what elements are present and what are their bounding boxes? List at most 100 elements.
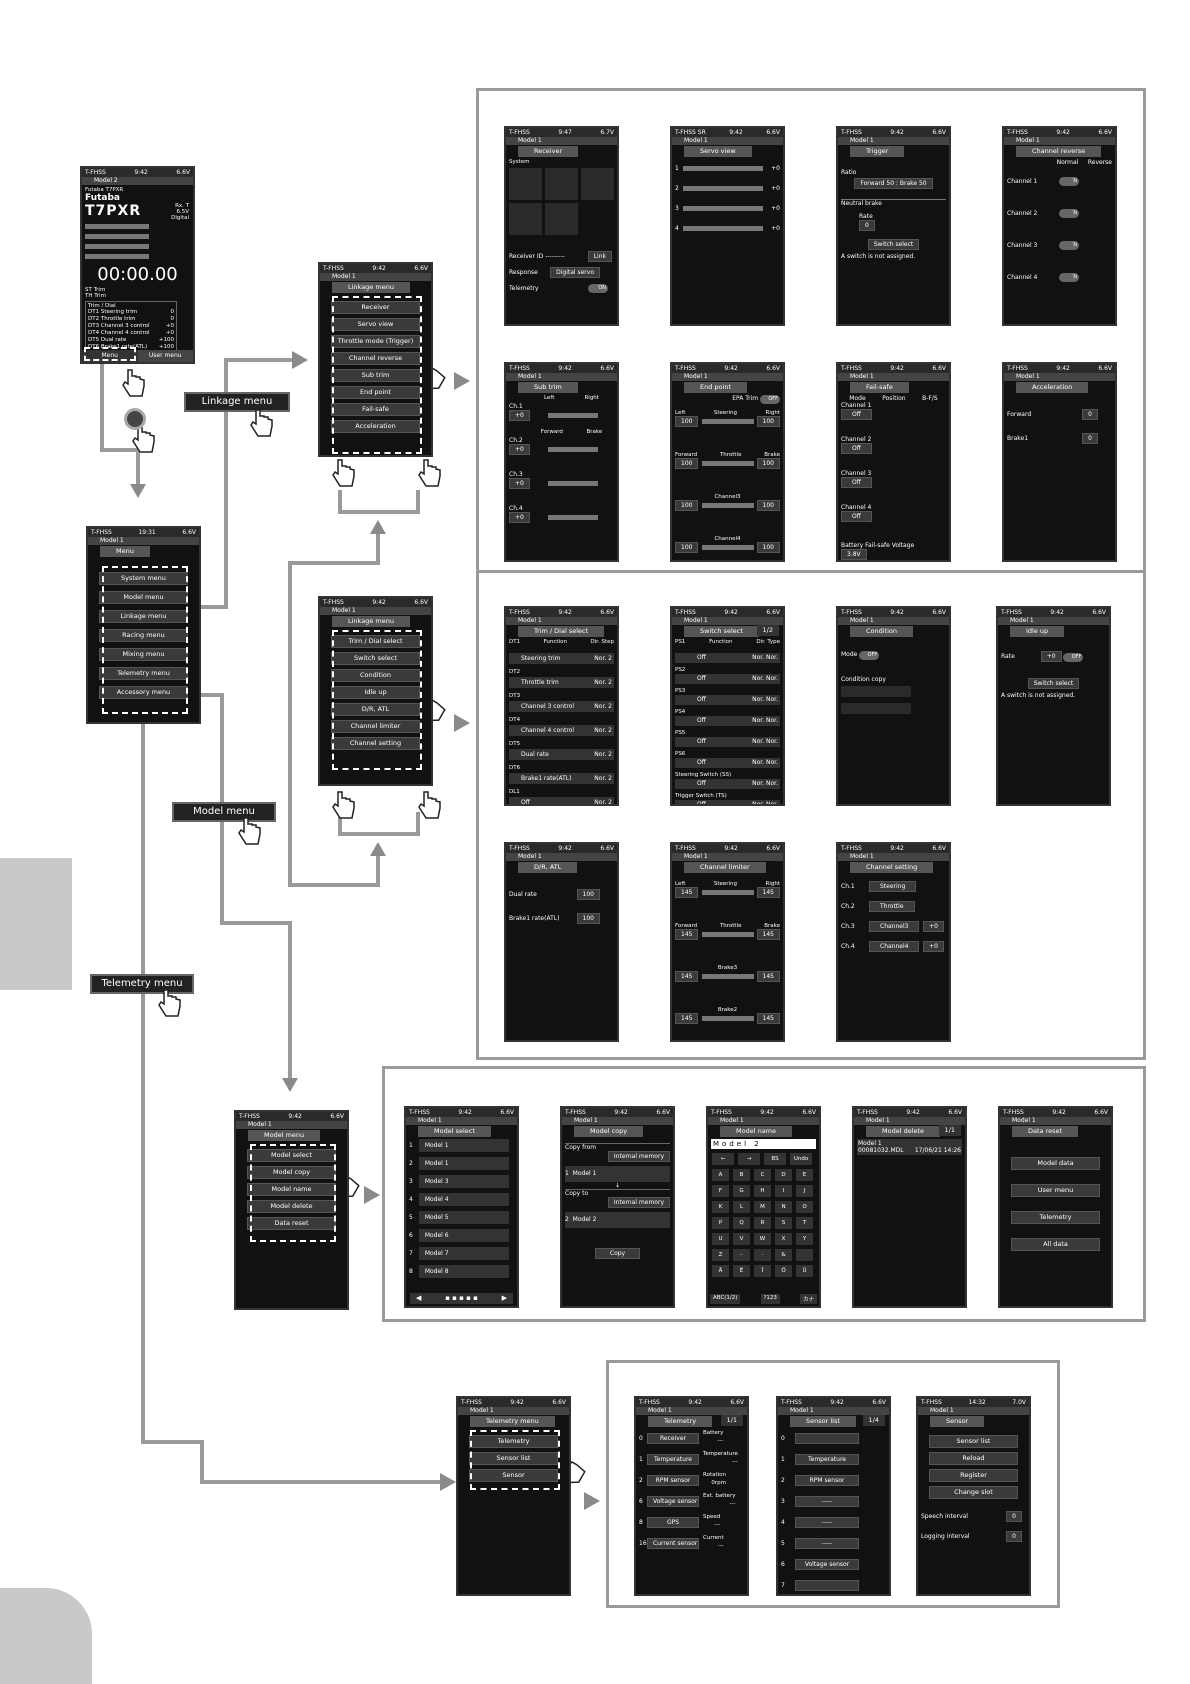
limiter-left-value[interactable]: 145 [675, 929, 699, 940]
switch-function[interactable]: Off [697, 801, 706, 806]
switch-dir-type[interactable]: Nor. Nor. [752, 654, 778, 661]
trim-dial-dir-step[interactable]: Nor. 2 [594, 751, 612, 758]
trim-dial-function[interactable]: Channel 4 control [521, 727, 575, 734]
end-point-right-value[interactable]: 100 [756, 500, 780, 511]
limiter-right-value[interactable]: 145 [756, 971, 780, 982]
keyboard-key[interactable]: S [775, 1217, 792, 1229]
end-point-right-value[interactable]: 100 [756, 542, 780, 553]
linkage-item[interactable]: End point [331, 386, 420, 399]
telemetry-sensor[interactable]: Current sensor [647, 1538, 699, 1549]
copy-from-memory[interactable]: Internal memory [607, 1151, 670, 1162]
keyboard-key[interactable]: E [796, 1169, 813, 1181]
telemetry-menu-item[interactable]: Sensor list [469, 1452, 558, 1465]
keyboard-mode-key[interactable]: ABC(1/2) [710, 1294, 741, 1304]
keyboard-mode-key[interactable]: ?123 [760, 1294, 780, 1304]
keyboard-key[interactable] [796, 1249, 813, 1261]
switch-dir-type[interactable]: Nor. Nor. [752, 759, 778, 766]
sensor-list-name[interactable]: ----- [795, 1538, 859, 1549]
switch-function[interactable]: Off [697, 696, 706, 703]
end-point-right-value[interactable]: 100 [756, 458, 780, 469]
keyboard-key[interactable]: O [796, 1201, 813, 1213]
keyboard-key[interactable]: Ö [775, 1265, 792, 1277]
fail-safe-mode[interactable]: Off [841, 477, 872, 488]
acceleration-value[interactable]: 0 [1082, 433, 1098, 444]
linkage-item[interactable]: Channel setting [331, 737, 420, 750]
response-select[interactable]: Digital servo [550, 267, 600, 278]
keyboard-key[interactable]: Z [712, 1249, 729, 1261]
sensor-list-name[interactable] [795, 1433, 859, 1444]
data-reset-item[interactable]: Model data [1011, 1157, 1100, 1170]
menu-item[interactable]: Telemetry menu [99, 667, 188, 680]
menu-item[interactable]: Accessory menu [99, 686, 188, 699]
switch-dir-type[interactable]: Nor. Nor. [752, 780, 778, 787]
channel-setting-function[interactable]: Channel4 [869, 941, 920, 952]
telemetry-menu-item[interactable]: Sensor [469, 1469, 558, 1482]
idle-up-rate[interactable]: +0 [1040, 651, 1062, 662]
trim-dial-function[interactable]: Channel 3 control [521, 703, 575, 710]
reverse-toggle[interactable]: N [1059, 177, 1079, 186]
telemetry-sensor[interactable]: GPS [647, 1517, 699, 1528]
switch-dir-type[interactable]: Nor. Nor. [752, 738, 778, 745]
keyboard-key[interactable]: Ü [796, 1265, 813, 1277]
telemetry-sensor[interactable]: Temperature [647, 1454, 699, 1465]
linkage-item[interactable]: Switch select [331, 652, 420, 665]
trim-dial-function[interactable]: Steering trim [521, 655, 561, 662]
limiter-right-value[interactable]: 145 [756, 929, 780, 940]
sensor-item[interactable]: Change slot [929, 1486, 1018, 1499]
end-point-left-value[interactable]: 100 [675, 542, 699, 553]
keyboard-key[interactable]: · [754, 1249, 771, 1261]
linkage-item[interactable]: Sub trim [331, 369, 420, 382]
keyboard-key[interactable]: P [712, 1217, 729, 1229]
limiter-right-value[interactable]: 145 [756, 1013, 780, 1024]
fail-safe-mode[interactable]: Off [841, 409, 872, 420]
linkage-item[interactable]: Channel limiter [331, 720, 420, 733]
keyboard-key[interactable]: Ä [712, 1265, 729, 1277]
trim-dial-dir-step[interactable]: Nor. 2 [594, 703, 612, 710]
idle-up-switch-select[interactable]: Switch select [1027, 678, 1080, 689]
keyboard-key[interactable]: R [754, 1217, 771, 1229]
linkage-item[interactable]: Trim / Dial select [331, 635, 420, 648]
idle-up-toggle[interactable]: OFF [1063, 653, 1084, 662]
logging-interval-value[interactable]: 0 [1006, 1531, 1022, 1542]
linkage-item[interactable]: Fail-safe [331, 403, 420, 416]
timer[interactable]: 00:00.00 [97, 264, 178, 285]
telemetry-sensor[interactable]: Voltage sensor [647, 1496, 699, 1507]
keyboard-key[interactable]: U [712, 1233, 729, 1245]
keyboard-key[interactable]: C [754, 1169, 771, 1181]
linkage-item[interactable]: D/R, ATL [331, 703, 420, 716]
keyboard-key[interactable]: - [733, 1249, 750, 1261]
linkage-item[interactable]: Channel reverse [331, 352, 420, 365]
switch-function[interactable]: Off [697, 717, 706, 724]
switch-function[interactable]: Off [697, 675, 706, 682]
keyboard-key[interactable]: → [738, 1153, 760, 1165]
keyboard-key[interactable]: I [775, 1185, 792, 1197]
keyboard-key[interactable]: ← [712, 1153, 734, 1165]
keyboard-key[interactable]: F [712, 1185, 729, 1197]
sub-trim-value[interactable]: +0 [509, 478, 530, 489]
sensor-list-name[interactable] [795, 1580, 859, 1591]
sub-trim-value[interactable]: +0 [509, 444, 530, 455]
neutral-brake-rate[interactable]: 0 [859, 220, 875, 231]
dial-knob-icon[interactable] [124, 408, 146, 430]
sensor-item[interactable]: Register [929, 1469, 1018, 1482]
linkage-item[interactable]: Acceleration [331, 420, 420, 433]
fail-safe-mode[interactable]: Off [841, 443, 872, 454]
switch-function[interactable]: Off [697, 738, 706, 745]
user-menu-button[interactable]: User menu [137, 350, 193, 362]
keyboard-key[interactable]: T [796, 1217, 813, 1229]
keyboard-key[interactable]: Undo [790, 1153, 812, 1165]
data-reset-item[interactable]: User menu [1011, 1184, 1100, 1197]
keyboard-key[interactable]: J [796, 1185, 813, 1197]
switch-dir-type[interactable]: Nor. Nor. [752, 675, 778, 682]
trim-dial-dir-step[interactable]: Nor. 2 [594, 799, 612, 806]
fail-safe-mode[interactable]: Off [841, 511, 872, 522]
dr-atl-value[interactable]: 100 [576, 889, 600, 900]
keyboard-key[interactable]: G [733, 1185, 750, 1197]
channel-setting-function[interactable]: Steering [869, 881, 917, 892]
acceleration-value[interactable]: 0 [1082, 409, 1098, 420]
keyboard-key[interactable]: H [754, 1185, 771, 1197]
